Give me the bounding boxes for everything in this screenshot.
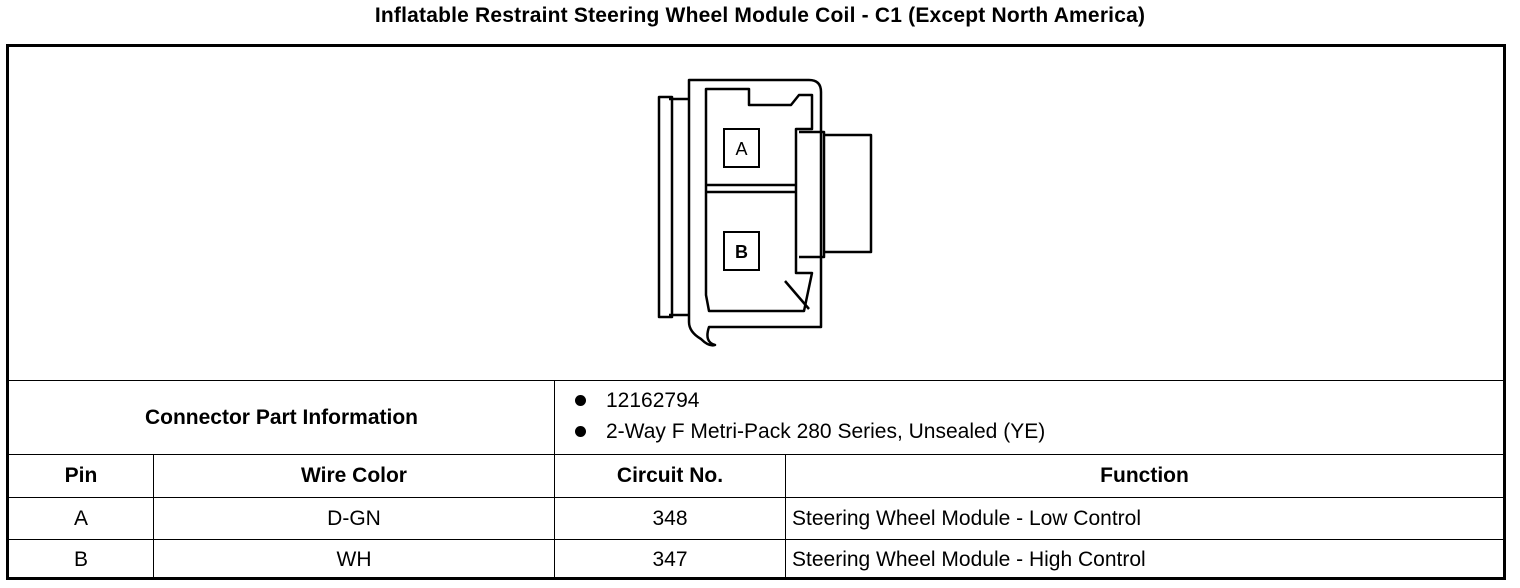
cavity-b-box bbox=[723, 231, 760, 271]
part-info-label: Connector Part Information bbox=[144, 405, 418, 429]
bullet-icon bbox=[575, 426, 586, 437]
header-function: Function bbox=[1100, 464, 1189, 487]
divider bbox=[9, 380, 1503, 381]
cavity-a-label: A bbox=[735, 139, 747, 159]
header-pin: Pin bbox=[64, 464, 98, 487]
divider bbox=[9, 539, 1503, 540]
page-title: Inflatable Restraint Steering Wheel Modu… bbox=[374, 4, 1146, 27]
divider bbox=[153, 454, 154, 580]
cell-circuit: 348 bbox=[652, 506, 688, 530]
connector-latch-inner bbox=[669, 97, 689, 317]
list-item: 12162794 bbox=[575, 385, 1045, 416]
cavity-a-box bbox=[723, 128, 760, 168]
connector-notch bbox=[784, 280, 810, 310]
cavity-b-label: B bbox=[735, 242, 748, 262]
part-info-list: 12162794 2-Way F Metri-Pack 280 Series, … bbox=[575, 385, 1045, 447]
header-wire-color: Wire Color bbox=[301, 464, 407, 487]
cell-function: Steering Wheel Module - High Control bbox=[792, 548, 1146, 571]
divider bbox=[9, 454, 1503, 455]
cavity-divider bbox=[706, 183, 796, 194]
connector-table: A B Connector Part Information 12162794 … bbox=[6, 44, 1506, 580]
connector-latch-left bbox=[657, 95, 674, 319]
connector-face-svg: A B bbox=[657, 78, 873, 347]
cell-wire-color: D-GN bbox=[327, 506, 381, 530]
cell-function: Steering Wheel Module - Low Control bbox=[792, 506, 1142, 530]
cell-pin: A bbox=[73, 506, 88, 530]
divider bbox=[554, 380, 555, 580]
part-description: 2-Way F Metri-Pack 280 Series, Unsealed … bbox=[606, 420, 1046, 443]
divider bbox=[785, 454, 786, 580]
header-circuit: Circuit No. bbox=[616, 464, 724, 487]
list-item: 2-Way F Metri-Pack 280 Series, Unsealed … bbox=[575, 416, 1045, 447]
connector-diagram: A B bbox=[9, 47, 1503, 380]
cell-circuit: 347 bbox=[652, 548, 688, 571]
connector-side-housing bbox=[799, 130, 873, 259]
divider bbox=[9, 497, 1503, 498]
connector-inner bbox=[704, 87, 814, 313]
cell-wire-color: WH bbox=[336, 548, 372, 571]
cell-pin: B bbox=[73, 548, 88, 571]
connector-body bbox=[687, 78, 823, 347]
part-number: 12162794 bbox=[606, 389, 700, 412]
bullet-icon bbox=[575, 395, 586, 406]
